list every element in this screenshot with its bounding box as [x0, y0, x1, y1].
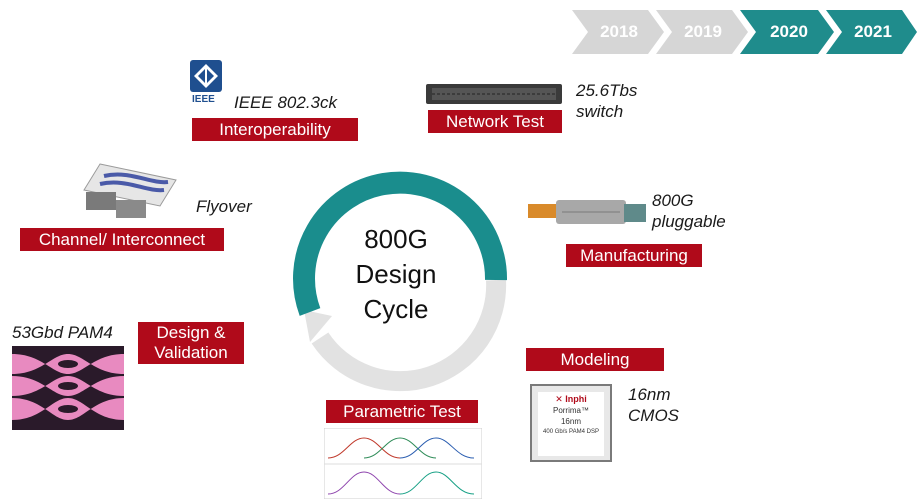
cycle-remaining-arc	[311, 279, 507, 392]
chevron-2019	[656, 10, 748, 54]
pam4-eye-diagram	[12, 346, 124, 430]
cycle-title-line3: Cycle	[363, 294, 429, 324]
cmos-caption-line1: 16nm	[628, 385, 671, 404]
cmos-caption-line2: CMOS	[628, 406, 679, 425]
switch-image	[426, 84, 562, 104]
year-2020: 2020	[770, 22, 808, 41]
pluggable-caption: 800G pluggable	[652, 190, 726, 232]
label-network-test: Network Test	[428, 110, 562, 133]
label-design-validation: Design & Validation	[138, 322, 244, 364]
chip-name: Porrima™	[552, 406, 589, 415]
ieee-logo-text: IEEE	[192, 94, 215, 105]
inphi-chip-image: ✕ Inphi Porrima™ 16nm 400 Gb/s PAM4 DSP	[530, 384, 612, 462]
cycle-progress-arc	[293, 171, 508, 316]
parametric-test-plot	[324, 428, 482, 499]
design-cycle-ring	[293, 171, 508, 392]
timeline-chevrons	[572, 10, 917, 54]
flyover-caption: Flyover	[196, 197, 252, 216]
label-modeling: Modeling	[526, 348, 664, 371]
cycle-arrow-head	[304, 310, 332, 342]
cycle-title-line2: Design	[355, 259, 437, 289]
year-2019: 2019	[684, 22, 722, 41]
label-design-validation-line2: Validation	[154, 343, 228, 362]
chevron-2020	[740, 10, 834, 54]
label-design-validation-line1: Design &	[156, 323, 226, 342]
cycle-title-line1: 800G	[364, 224, 428, 254]
ieee-logo: IEEE	[188, 60, 224, 106]
cmos-caption: 16nm CMOS	[628, 384, 679, 426]
label-parametric-test: Parametric Test	[326, 400, 478, 423]
year-2021: 2021	[854, 22, 892, 41]
pluggable-caption-line1: 800G	[652, 191, 694, 210]
pam4-caption: 53Gbd PAM4	[12, 323, 113, 342]
chevron-2018	[572, 10, 664, 54]
cycle-title: 800G Design Cycle	[336, 222, 456, 327]
flyover-cable-image	[83, 163, 177, 218]
switch-caption-line1: 25.6Tbs	[576, 81, 638, 100]
chip-node: 16nm	[560, 417, 581, 426]
chevron-2021	[826, 10, 917, 54]
label-interoperability: Interoperability	[192, 118, 358, 141]
pluggable-module-image	[528, 200, 646, 224]
chip-desc: 400 Gb/s PAM4 DSP	[543, 429, 599, 435]
year-2018: 2018	[600, 22, 638, 41]
switch-caption: 25.6Tbs switch	[576, 80, 637, 122]
ieee-caption: IEEE 802.3ck	[234, 93, 338, 112]
label-manufacturing: Manufacturing	[566, 244, 702, 267]
inphi-brand: Inphi	[565, 394, 587, 404]
switch-caption-line2: switch	[576, 102, 624, 121]
pluggable-caption-line2: pluggable	[652, 212, 726, 231]
label-channel-interconnect: Channel/ Interconnect	[20, 228, 224, 251]
year-timeline: 2018 2019 2020 2021	[572, 10, 917, 54]
inphi-logo-icon: ✕	[555, 394, 563, 404]
